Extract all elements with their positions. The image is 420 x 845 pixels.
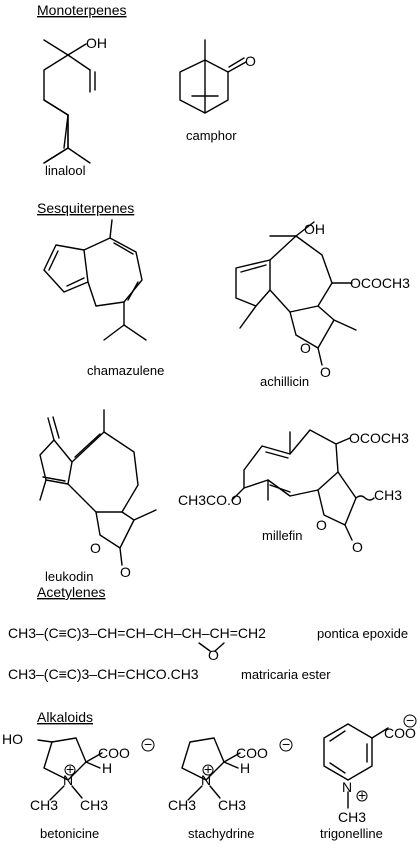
millefin-name: millefin [262,528,302,543]
betonicine-plus: + [66,761,74,777]
section-header-monoterpenes: Monoterpenes [37,2,127,18]
millefin-ch3-label: CH3 [374,487,402,503]
millefin-ring-o-label: O [316,517,327,533]
matricaria-ester-name: matricaria ester [241,667,331,682]
betonicine-name: betonicine [40,826,99,841]
stachydrine-ch3-left: CH3 [168,797,196,813]
achillicin-structure: OH OCOCH3 O O [235,221,410,380]
linalool-name: linalool [45,163,86,178]
millefin-ococh3-label: OCOCH3 [349,430,409,446]
stachydrine-coo-label: COO [236,745,268,761]
trigonelline-n-label: N [342,779,352,795]
stachydrine-name: stachydrine [188,826,254,841]
camphor-structure: O [179,39,256,114]
camphor-name: camphor [186,128,237,143]
matricaria-ester-formula: CH3–(C≡C)3–CH=CHCO.CH3 [8,666,199,682]
section-header-acetylenes: Acetylenes [37,584,105,600]
achillicin-carbonyl-o-label: O [320,364,331,380]
stachydrine-n-label: N [201,772,211,788]
chamazulene-name: chamazulene [87,363,164,378]
linalool-oh-label: OH [86,35,107,51]
trigonelline-plus: + [358,787,366,803]
section-header-alkaloids: Alkaloids [37,709,93,725]
trigonelline-coo-label: COO [384,725,416,741]
stachydrine-ch3-right: CH3 [218,797,246,813]
section-header-sesquiterpenes: Sesquiterpenes [37,200,134,216]
camphor-o-label: O [245,53,256,69]
stachydrine-h-label: H [240,760,250,776]
trigonelline-structure: COO − N + CH3 [323,712,417,825]
chamazulene-structure [43,219,147,341]
achillicin-name: achillicin [260,374,309,389]
betonicine-structure: HO COO − H N + CH3 CH3 [2,731,155,813]
betonicine-h-label: H [102,760,112,776]
stachydrine-plus: + [204,761,212,777]
betonicine-ch3-left: CH3 [30,797,58,813]
betonicine-coo-label: COO [98,745,130,761]
leukodin-carbonyl-o-label: O [120,564,131,580]
trigonelline-ch3-label: CH3 [338,809,366,825]
leukodin-structure: O O [39,409,157,580]
betonicine-ho-label: HO [2,731,23,747]
stachydrine-minus: − [282,736,290,752]
pontica-epoxide-name: pontica epoxide [317,626,408,641]
trigonelline-name: trigonelline [320,826,383,841]
millefin-structure: OCOCH3 CH3CO.O CH3 O O [178,429,409,555]
millefin-ch3coo-label: CH3CO.O [178,492,242,508]
millefin-carbonyl-o-label: O [352,539,363,555]
pontica-epoxide-oxygen: O [208,647,219,663]
trigonelline-minus: − [406,712,414,728]
achillicin-ococh3-label: OCOCH3 [350,275,410,291]
linalool-structure: OH [43,35,107,164]
betonicine-minus: − [144,736,152,752]
pontica-epoxide-formula: CH3–(C≡C)3–CH=CH–CH–CH–CH=CH2 [8,625,266,641]
leukodin-ring-o-label: O [90,540,101,556]
betonicine-n-label: N [63,772,73,788]
achillicin-ring-o-label: O [300,340,311,356]
leukodin-name: leukodin [45,569,93,584]
achillicin-oh-label: OH [304,221,325,237]
betonicine-ch3-right: CH3 [80,797,108,813]
stachydrine-structure: COO − H N + CH3 CH3 [168,736,293,813]
